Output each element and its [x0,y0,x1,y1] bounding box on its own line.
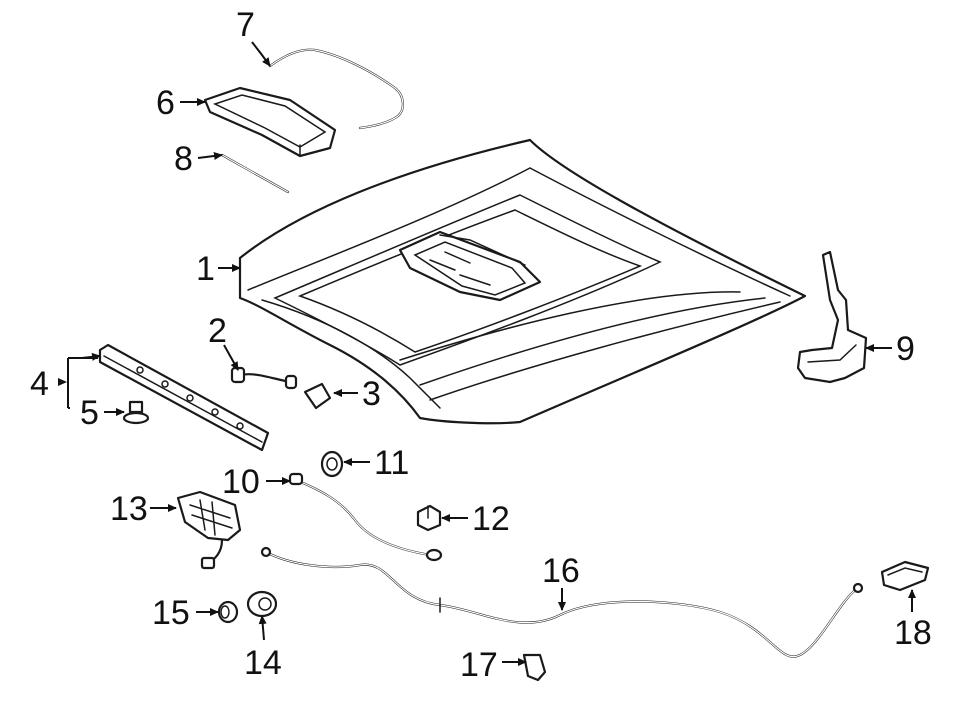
callout-6: 6 [156,84,175,122]
cable-clip [522,653,547,682]
bumper-pad [303,382,332,410]
callout-18: 18 [894,614,932,652]
callout-7: 7 [236,6,255,44]
callout-15: 15 [152,594,190,632]
callout-13: 13 [110,490,148,528]
callout-3: 3 [362,375,381,413]
callout-12: 12 [472,500,510,538]
callout-16: 16 [542,552,580,590]
plug [217,600,239,624]
callout-1: 1 [196,250,215,288]
hood-hinge [796,250,868,384]
callout-2: 2 [208,312,227,350]
callout-5: 5 [80,394,99,432]
clip [122,400,150,425]
washer-hose [230,366,298,390]
hood-latch [176,490,242,570]
release-handle [880,560,930,592]
scoop-strip [220,153,290,194]
hood-panel [238,138,807,425]
release-cable [260,546,864,658]
callout-10: 10 [222,463,260,501]
cable-grommet [246,590,278,618]
callout-labels: 1 2 3 4 5 6 7 8 9 10 11 12 13 14 15 16 1… [30,6,932,684]
callout-14: 14 [244,644,282,682]
grommet [320,450,344,478]
scoop-seal [268,48,404,130]
callout-17: 17 [460,646,498,684]
scoop-insert [203,86,337,158]
leader-lines [67,41,916,666]
callout-11: 11 [374,444,409,482]
callout-9: 9 [896,330,915,368]
bolt [416,504,442,532]
hood-seal-rail [98,343,270,452]
callout-8: 8 [174,140,193,178]
callout-4: 4 [30,365,49,403]
